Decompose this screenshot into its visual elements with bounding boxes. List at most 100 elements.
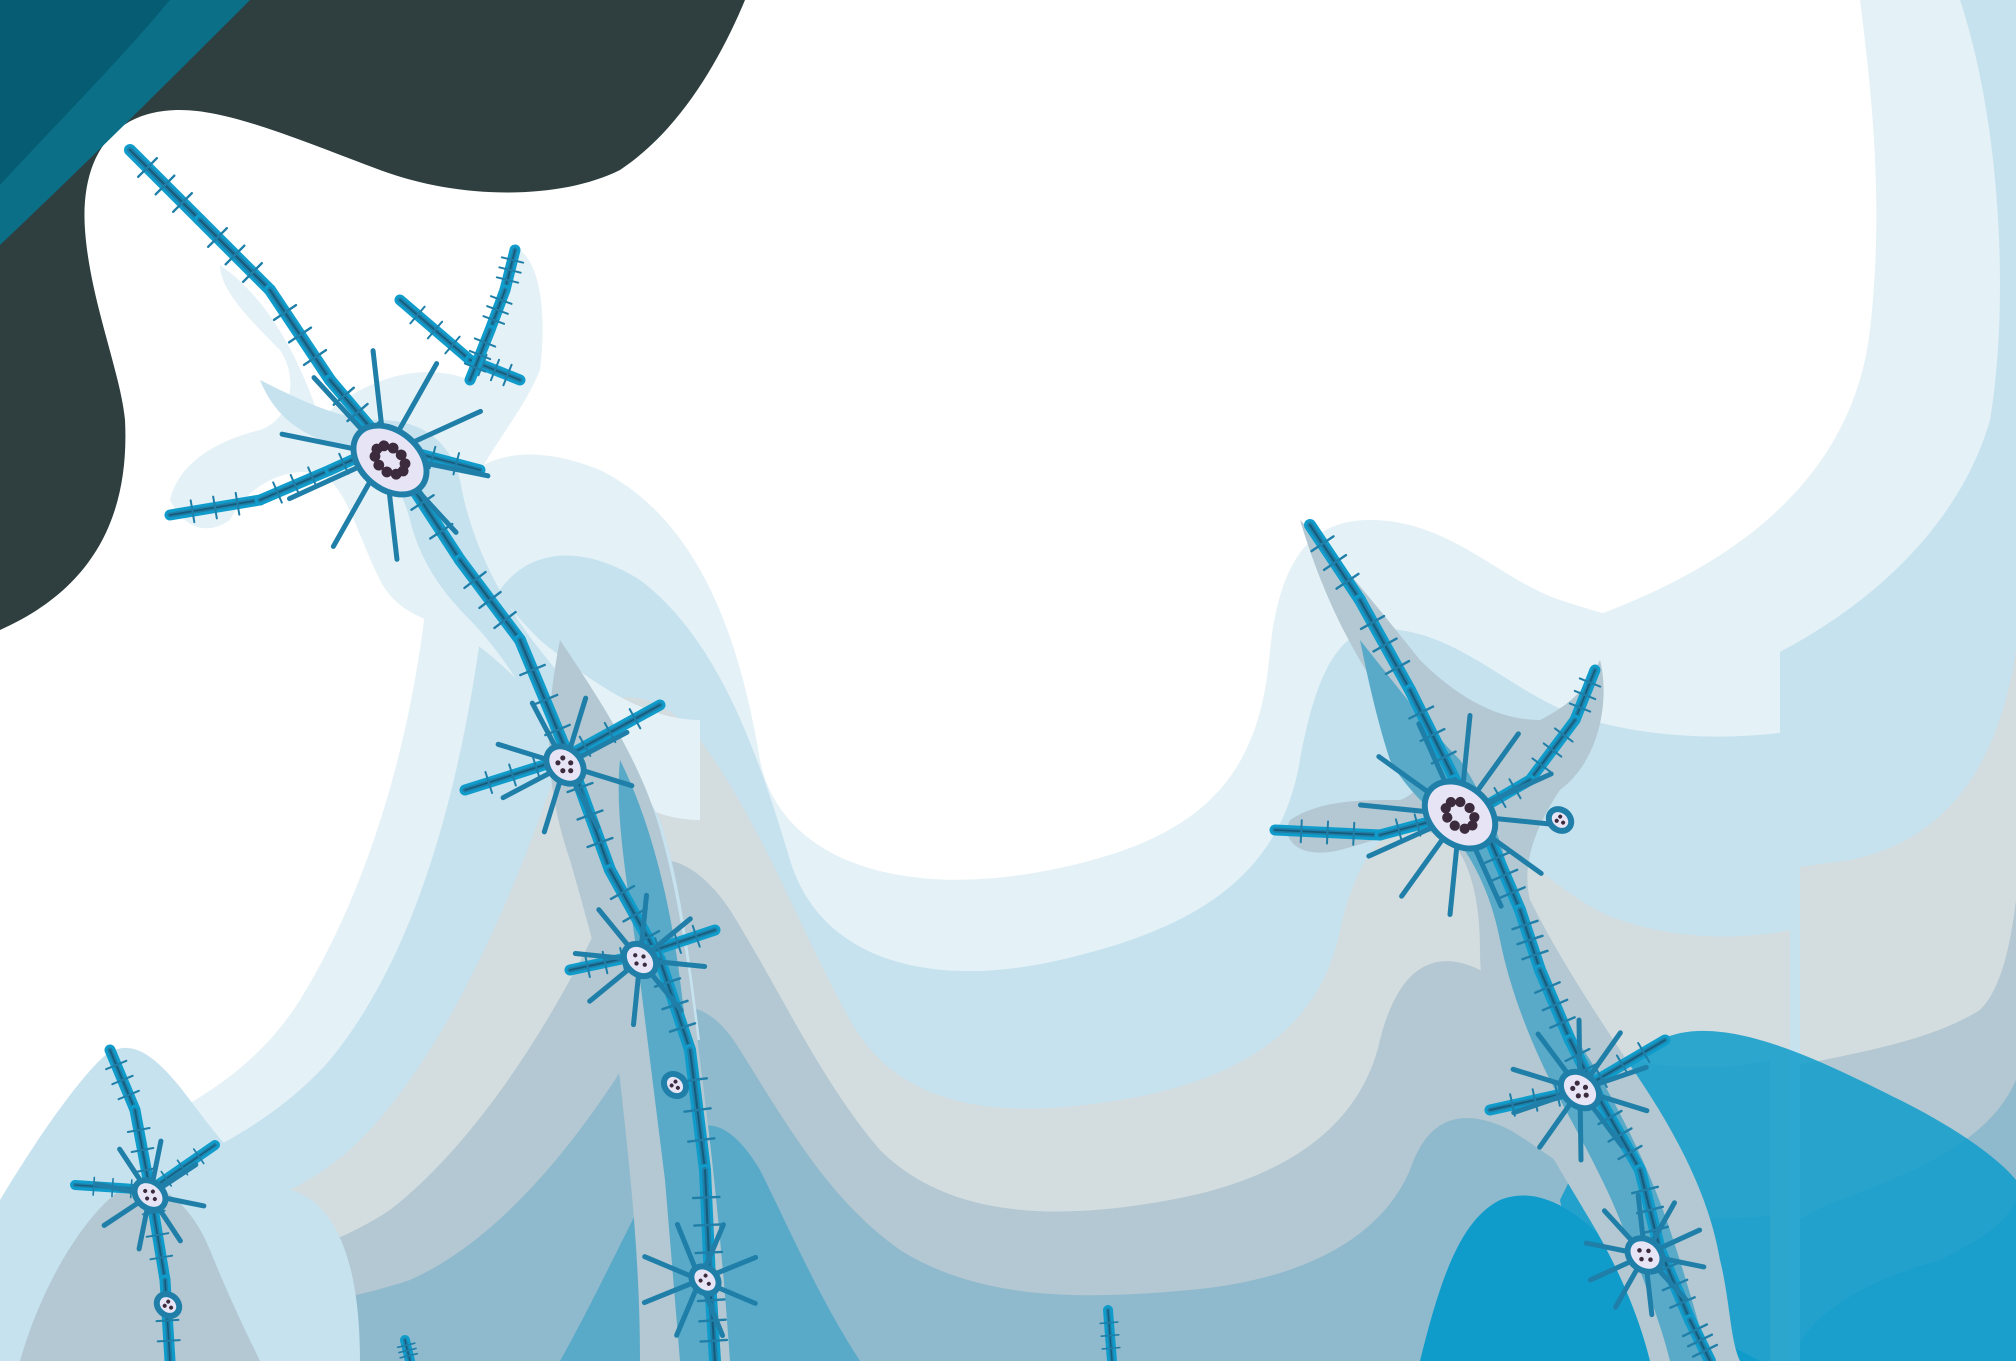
bulb-left-low [153, 1291, 183, 1319]
bulb-left-body [137, 1183, 163, 1207]
filament-main-tick [463, 570, 487, 590]
bulb-right-2-body [1563, 1074, 1597, 1106]
filament-branch-e-tick [508, 763, 517, 787]
filament-main-tick [272, 303, 298, 322]
bulb-right-speck [1445, 797, 1457, 808]
bulb-left-speck [152, 1197, 157, 1202]
filament-right-tick [1534, 981, 1561, 994]
filament-right-tick [1335, 572, 1360, 590]
bulb-right-3-speck [1646, 1248, 1651, 1254]
filament-branch-b-tick [212, 495, 218, 520]
filament-main-tick [566, 781, 594, 794]
filament-right-branch-c-tick [1615, 1054, 1630, 1076]
filament-branch-c-tick [495, 276, 520, 284]
filament-right-tick [1691, 1343, 1719, 1358]
bulb-right-body [1427, 784, 1493, 846]
bulb-mid-3 [660, 1070, 690, 1100]
bulb-main-speck [378, 440, 390, 452]
filament-left-tick [117, 1089, 140, 1101]
bulb-low-speck [706, 1281, 711, 1286]
bulb-mid-1-speck [568, 760, 574, 766]
filament-right-tick [1491, 868, 1519, 882]
filament-branch-f-tick [654, 937, 664, 961]
bulb-right-4-speck [1561, 820, 1566, 825]
left-halo-2 [20, 1183, 260, 1361]
filament-branch-c-tick [486, 305, 509, 315]
bulb-main-speck [395, 449, 407, 461]
bulb-right-3-speck [1648, 1257, 1653, 1262]
filament-right-branch-a-tick [1394, 818, 1403, 842]
filament-left-tick [145, 1232, 170, 1238]
filament-branch-c-tick [473, 337, 497, 348]
filament-right-tick [1484, 851, 1511, 864]
filament-branch-f-tick [673, 931, 682, 954]
bulb-main-speck [387, 442, 399, 454]
filament-branch-b-tick [189, 499, 196, 524]
bulb-low-speck [703, 1273, 708, 1278]
filament-left-branch-tick [92, 1176, 96, 1196]
bulb-main-body [356, 428, 424, 492]
bulb-left-low-speck [169, 1305, 174, 1310]
filament-branch-c-tick [500, 256, 525, 264]
filament-right-tick [1408, 705, 1435, 720]
sprout-b-tick [1101, 1346, 1121, 1350]
filament-branch-f-tick [584, 954, 591, 979]
filament-right-branch-a-tick [1352, 821, 1356, 846]
filament-branch-a-tick [502, 363, 513, 387]
bulb-right-2 [1557, 1068, 1603, 1112]
filament-left-branch-tick [192, 1148, 205, 1165]
bulb-right-2-speck [1570, 1085, 1576, 1091]
filament-right-tick [1607, 1127, 1633, 1143]
bulb-left [131, 1177, 169, 1213]
filament-main-tick [171, 191, 194, 214]
filament-branch-b-tick [234, 491, 241, 516]
bulb-low-speck [698, 1278, 703, 1283]
filament-main-tick [478, 590, 502, 610]
bulb-right-4-speck [1558, 814, 1563, 819]
filament-right-branch-b-tick [1568, 702, 1592, 713]
sprout-a-tick [398, 1347, 417, 1354]
filament-left-tick [156, 1339, 181, 1343]
bulb-mid-1 [543, 743, 587, 787]
filament-left-tick [149, 1254, 174, 1261]
filament-right-tick [1617, 1144, 1643, 1161]
bulb-left-speck [145, 1196, 150, 1201]
bulb-right-4 [1545, 806, 1575, 834]
bulb-mid-1-speck [560, 768, 566, 774]
filament-main-tick [683, 1107, 712, 1113]
filament-right-branch-c-tick [1637, 1042, 1651, 1063]
filament-main-tick [519, 663, 546, 677]
filament-right-tick [1541, 998, 1569, 1012]
bulb-low-body [694, 1269, 716, 1291]
bulb-mid-1-body [549, 749, 581, 781]
bulb-main-speck [390, 468, 402, 480]
filament-right-tick [1669, 1296, 1696, 1309]
lower-band-4 [0, 859, 1770, 1361]
bulb-mid-3-speck [669, 1083, 674, 1088]
filament-main-tick [493, 610, 517, 630]
filament-right-tick [1630, 1185, 1660, 1195]
filament-main-tick [410, 494, 435, 511]
filament-main-tick [698, 1318, 727, 1323]
filament-left-tick [126, 1126, 151, 1134]
bulb-right-4-speck [1554, 818, 1559, 823]
filament-branch-e-tick [628, 708, 642, 730]
filament-branch-c-tick [463, 362, 487, 373]
bulb-main-speck [373, 459, 385, 471]
dark-corner [0, 0, 745, 630]
bulb-mid-1-speck [560, 755, 566, 761]
bulb-mid-2-speck [641, 954, 646, 959]
filament-right-tick [1322, 553, 1348, 572]
bulb-right [1421, 778, 1499, 852]
filament-main-tick [696, 1298, 726, 1303]
sprout-b-tick [1100, 1334, 1120, 1337]
bulb-main-speck [399, 458, 411, 470]
filament-right-branch-b-tick [1531, 757, 1552, 773]
bulb-right-speck [1469, 812, 1480, 823]
filament-right-tick [1359, 614, 1386, 631]
bulb-main-speck [381, 466, 393, 478]
filament-right-tick [1499, 886, 1526, 899]
bulb-right-2-speck [1575, 1093, 1581, 1099]
sprout-a-tick [396, 1342, 416, 1349]
